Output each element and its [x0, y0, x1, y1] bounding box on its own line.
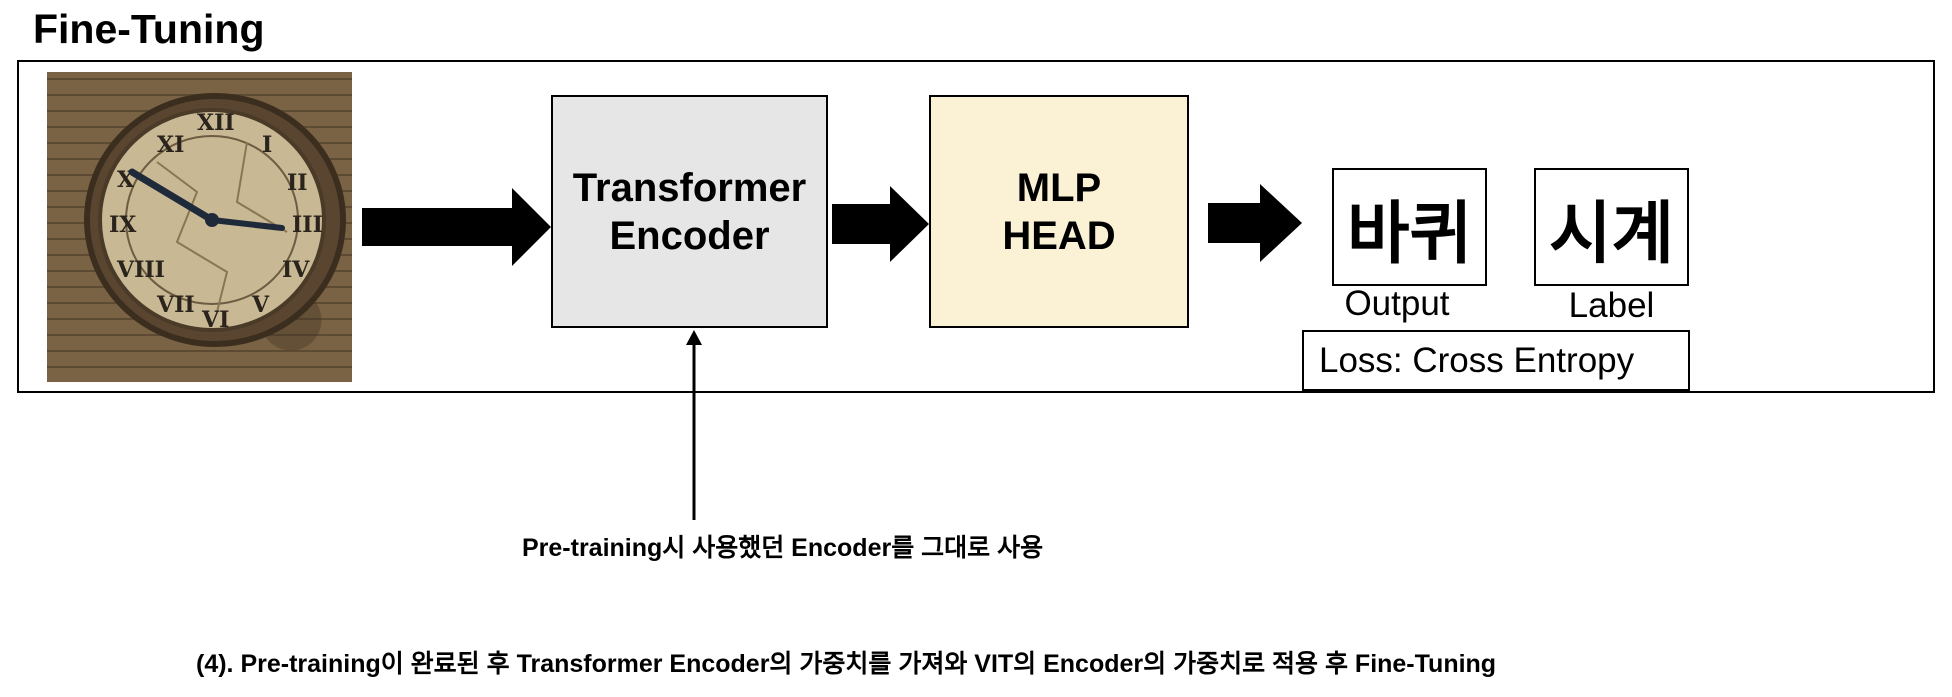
svg-text:V: V [251, 292, 270, 318]
transformer-encoder-block: Transformer Encoder [551, 95, 828, 328]
diagram-title: Fine-Tuning [33, 6, 265, 52]
svg-text:II: II [287, 170, 308, 196]
encoder-label-line1: Transformer [572, 165, 807, 210]
svg-text:IV: IV [282, 257, 310, 283]
clock-icon: XII I II III IV V VI VII VIII IX X XI [84, 93, 346, 347]
clock-image: XII I II III IV V VI VII VIII IX X XI [47, 72, 352, 382]
loss-box: Loss: Cross Entropy [1302, 330, 1690, 391]
svg-text:IX: IX [109, 212, 137, 238]
output-caption: Output [1344, 284, 1450, 323]
svg-text:XI: XI [157, 132, 184, 158]
mlp-label-line2: HEAD [1002, 213, 1116, 258]
label-box: 시계 [1534, 168, 1689, 286]
svg-text:VII: VII [156, 292, 195, 318]
encoder-label-line2: Encoder [609, 213, 770, 258]
label-caption: Label [1568, 286, 1655, 325]
figure-caption: (4). Pre-training이 완료된 후 Transformer Enc… [196, 650, 1497, 678]
svg-text:VIII: VIII [116, 257, 165, 283]
svg-text:III: III [292, 212, 323, 238]
output-box: 바퀴 [1332, 168, 1487, 286]
mlp-label-line1: MLP [1016, 165, 1102, 210]
svg-text:VI: VI [201, 307, 229, 333]
encoder-note: Pre-training시 사용했던 Encoder를 그대로 사용 [522, 534, 1044, 562]
pipeline-frame [17, 60, 1935, 393]
mlp-head-block: MLP HEAD [929, 95, 1189, 328]
svg-text:I: I [262, 132, 272, 158]
svg-text:XII: XII [197, 110, 235, 136]
